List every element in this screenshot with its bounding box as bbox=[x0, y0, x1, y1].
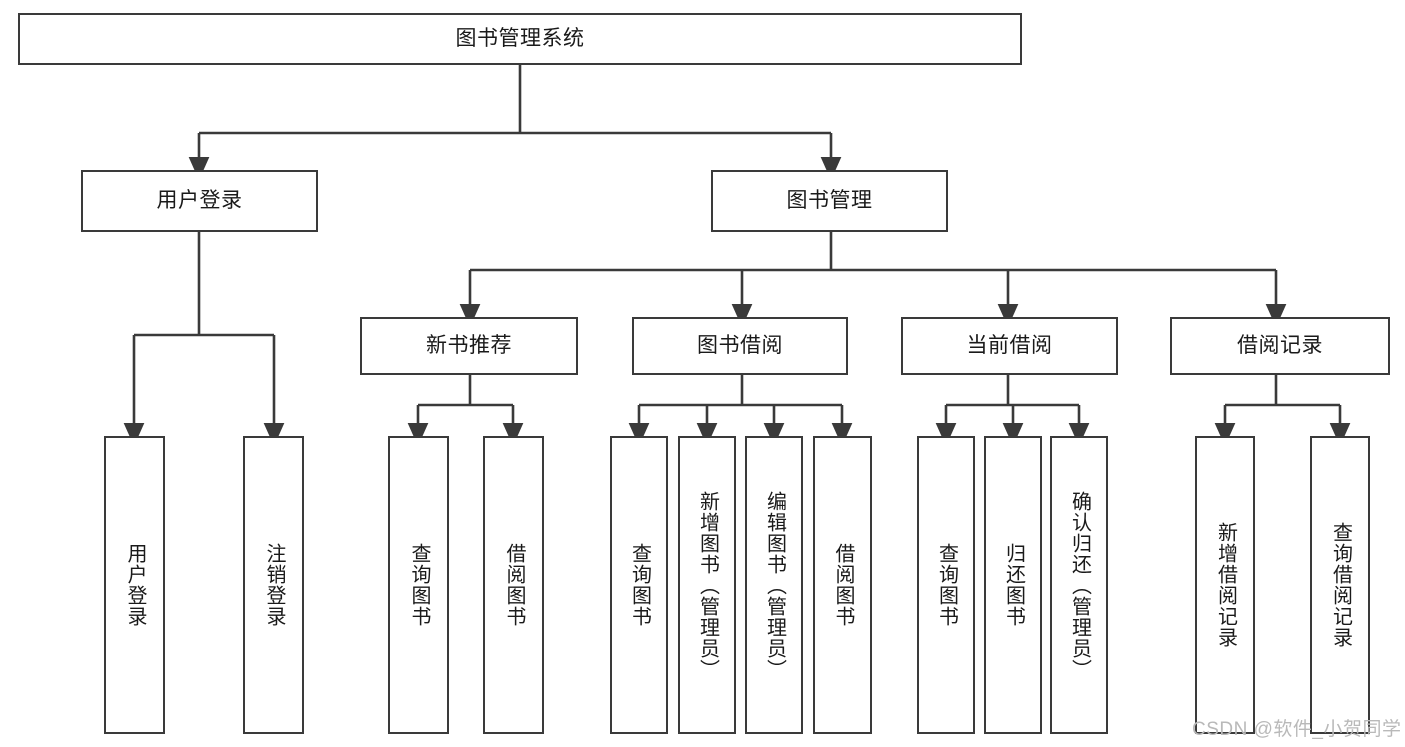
node-book-manage-label: 图书管理 bbox=[786, 189, 873, 213]
node-leaf-add-record-label: 新增借阅记录 bbox=[1214, 522, 1237, 648]
node-leaf-edit-book[interactable]: 编辑图书（管理员） bbox=[745, 436, 803, 734]
node-current-borrow[interactable]: 当前借阅 bbox=[901, 317, 1118, 375]
node-current-borrow-label: 当前借阅 bbox=[966, 334, 1053, 358]
node-leaf-logout-label: 注销登录 bbox=[263, 543, 285, 627]
node-root-label: 图书管理系统 bbox=[455, 27, 585, 51]
node-borrow-record[interactable]: 借阅记录 bbox=[1170, 317, 1390, 375]
node-leaf-user-login[interactable]: 用户登录 bbox=[104, 436, 165, 734]
node-leaf-return-book[interactable]: 归还图书 bbox=[984, 436, 1042, 734]
node-leaf-confirm-return-label: 确认归还（管理员） bbox=[1068, 490, 1091, 680]
node-user-login-label: 用户登录 bbox=[156, 189, 243, 213]
node-user-login[interactable]: 用户登录 bbox=[81, 170, 318, 232]
node-root[interactable]: 图书管理系统 bbox=[18, 13, 1022, 65]
node-leaf-query-book-3[interactable]: 查询图书 bbox=[917, 436, 975, 734]
node-leaf-edit-book-label: 编辑图书（管理员） bbox=[763, 490, 786, 680]
node-borrow-record-label: 借阅记录 bbox=[1237, 334, 1323, 358]
node-new-book-recommend[interactable]: 新书推荐 bbox=[360, 317, 578, 375]
node-book-borrow[interactable]: 图书借阅 bbox=[632, 317, 848, 375]
node-book-borrow-label: 图书借阅 bbox=[697, 334, 783, 358]
node-leaf-query-book-3-label: 查询图书 bbox=[935, 543, 958, 627]
node-leaf-user-login-label: 用户登录 bbox=[124, 543, 146, 627]
node-leaf-query-book-2[interactable]: 查询图书 bbox=[610, 436, 668, 734]
node-leaf-borrow-book-1-label: 借阅图书 bbox=[503, 543, 525, 627]
node-leaf-confirm-return[interactable]: 确认归还（管理员） bbox=[1050, 436, 1108, 734]
node-leaf-query-record[interactable]: 查询借阅记录 bbox=[1310, 436, 1370, 734]
csdn-watermark: CSDN @软件_小贺同学 bbox=[1192, 719, 1402, 740]
node-leaf-borrow-book-1[interactable]: 借阅图书 bbox=[483, 436, 544, 734]
node-leaf-query-book-1[interactable]: 查询图书 bbox=[388, 436, 449, 734]
node-leaf-query-book-1-label: 查询图书 bbox=[408, 543, 430, 627]
node-leaf-add-record[interactable]: 新增借阅记录 bbox=[1195, 436, 1255, 734]
node-leaf-borrow-book-2[interactable]: 借阅图书 bbox=[813, 436, 872, 734]
node-book-manage[interactable]: 图书管理 bbox=[711, 170, 948, 232]
node-leaf-logout[interactable]: 注销登录 bbox=[243, 436, 304, 734]
node-new-book-recommend-label: 新书推荐 bbox=[426, 334, 512, 358]
node-leaf-add-book-label: 新增图书（管理员） bbox=[696, 490, 719, 680]
node-leaf-return-book-label: 归还图书 bbox=[1002, 543, 1025, 627]
node-leaf-borrow-book-2-label: 借阅图书 bbox=[832, 543, 854, 627]
node-leaf-query-record-label: 查询借阅记录 bbox=[1329, 522, 1352, 648]
node-leaf-query-book-2-label: 查询图书 bbox=[628, 543, 651, 627]
node-leaf-add-book[interactable]: 新增图书（管理员） bbox=[678, 436, 736, 734]
